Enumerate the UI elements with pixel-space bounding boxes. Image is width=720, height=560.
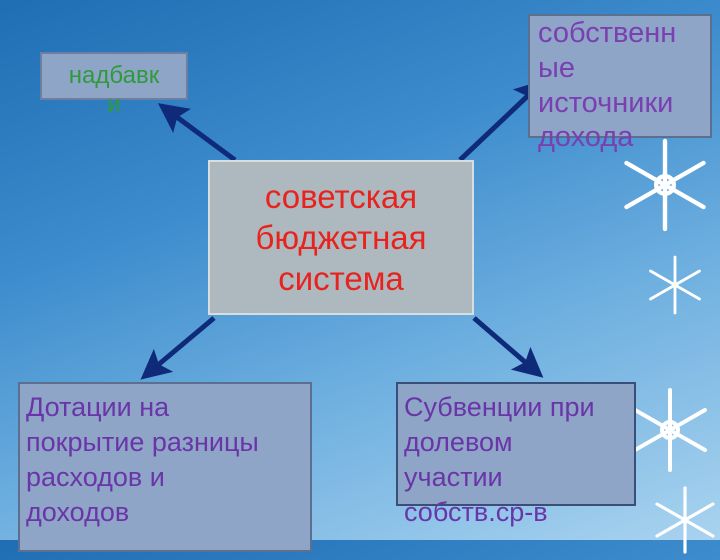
bottom-right-node-box: Субвенции при долевом участии собств.ср-… [396, 382, 636, 527]
snowflake-decoration [649, 255, 701, 315]
center-node-label: советская бюджетная система [255, 177, 427, 298]
arrow-to-bottom-right [472, 316, 544, 378]
arrows-layer [140, 79, 545, 380]
snowflake-decoration [624, 138, 706, 232]
top-right-node-label: собственн ые источники дохода [538, 17, 677, 154]
bottom-left-node-label: Дотации на покрытие разницы расходов и д… [26, 392, 259, 528]
bottom-right-node-label: Субвенции при долевом участии собств.ср-… [404, 392, 595, 528]
arrow-to-top-left [157, 103, 237, 163]
arrow-to-bottom-left [140, 316, 216, 380]
snowflake-decoration [633, 388, 707, 472]
top-left-node-box: надбавк и [40, 52, 188, 118]
center-node-box: советская бюджетная система [208, 160, 474, 315]
top-left-node-label: надбавк и [68, 62, 160, 118]
arrow-to-top-right [458, 79, 545, 162]
bottom-left-node-box: Дотации на покрытие разницы расходов и д… [18, 382, 312, 552]
top-right-node-box: собственн ые источники дохода [528, 14, 712, 153]
